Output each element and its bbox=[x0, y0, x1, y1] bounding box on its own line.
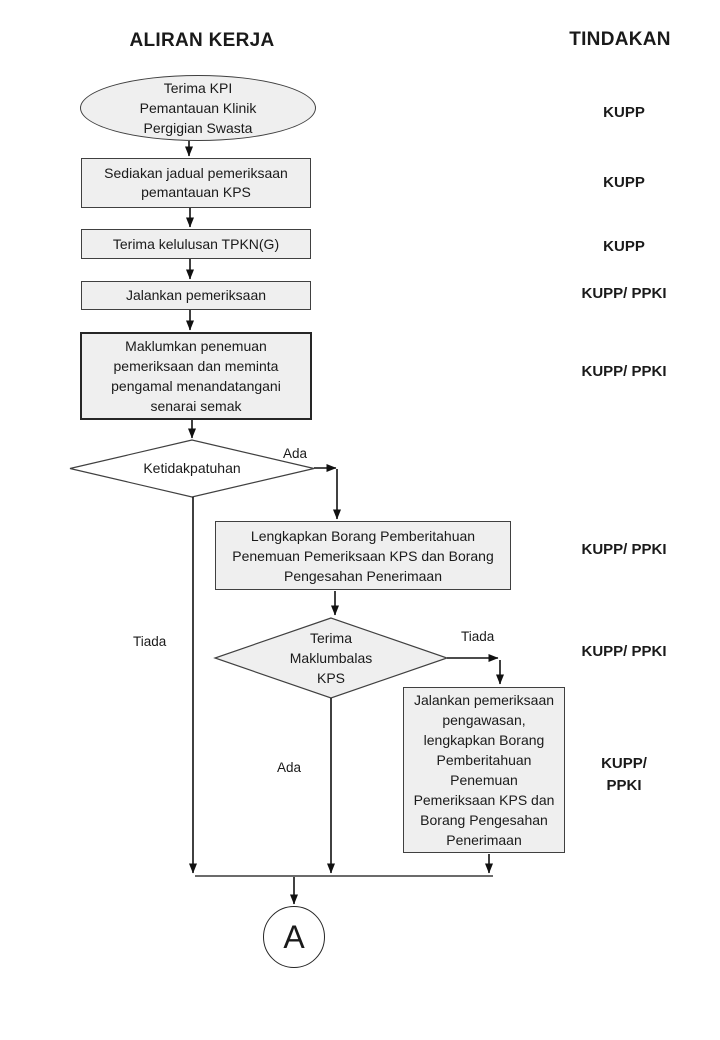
process-surveillance: Jalankan pemeriksaan pengawasan, lengkap… bbox=[403, 687, 565, 853]
decision-feedback-label: Terima Maklumbalas KPS bbox=[289, 630, 373, 686]
start-terminator: Terima KPI Pemantauan Klinik Pergigian S… bbox=[80, 75, 316, 141]
edge-label-tiada-right: Tiada bbox=[461, 629, 495, 644]
action-label-feedback: KUPP/ PPKI bbox=[581, 643, 667, 660]
process-complete-forms: Lengkapkan Borang Pemberitahuan Penemuan… bbox=[215, 521, 511, 590]
action-label-surveillance: KUPP/ PPKI bbox=[601, 755, 647, 794]
process-inform: Maklumkan penemuan pemeriksaan dan memin… bbox=[80, 332, 312, 420]
edge-label-ada-top: Ada bbox=[283, 446, 308, 461]
action-label-start: KUPP bbox=[603, 104, 645, 121]
process-schedule: Sediakan jadual pemeriksaan pemantauan K… bbox=[81, 158, 311, 208]
action-label-schedule: KUPP bbox=[603, 174, 645, 191]
action-label-complete-forms: KUPP/ PPKI bbox=[581, 541, 667, 558]
connector-a: A bbox=[263, 906, 325, 968]
action-label-approval: KUPP bbox=[603, 238, 645, 255]
process-inspect: Jalankan pemeriksaan bbox=[81, 281, 311, 310]
column-title-actions: TINDAKAN bbox=[569, 29, 671, 50]
action-label-inform: KUPP/ PPKI bbox=[581, 363, 667, 380]
edge-label-ada-bottom: Ada bbox=[277, 760, 302, 775]
process-approval: Terima kelulusan TPKN(G) bbox=[81, 229, 311, 259]
edge-label-tiada-left: Tiada bbox=[133, 634, 167, 649]
decision-noncompliance-shape bbox=[69, 439, 315, 498]
column-title-workflow: ALIRAN KERJA bbox=[129, 30, 275, 51]
action-label-inspect: KUPP/ PPKI bbox=[581, 285, 667, 302]
decision-noncompliance-label: Ketidakpatuhan bbox=[143, 460, 241, 476]
